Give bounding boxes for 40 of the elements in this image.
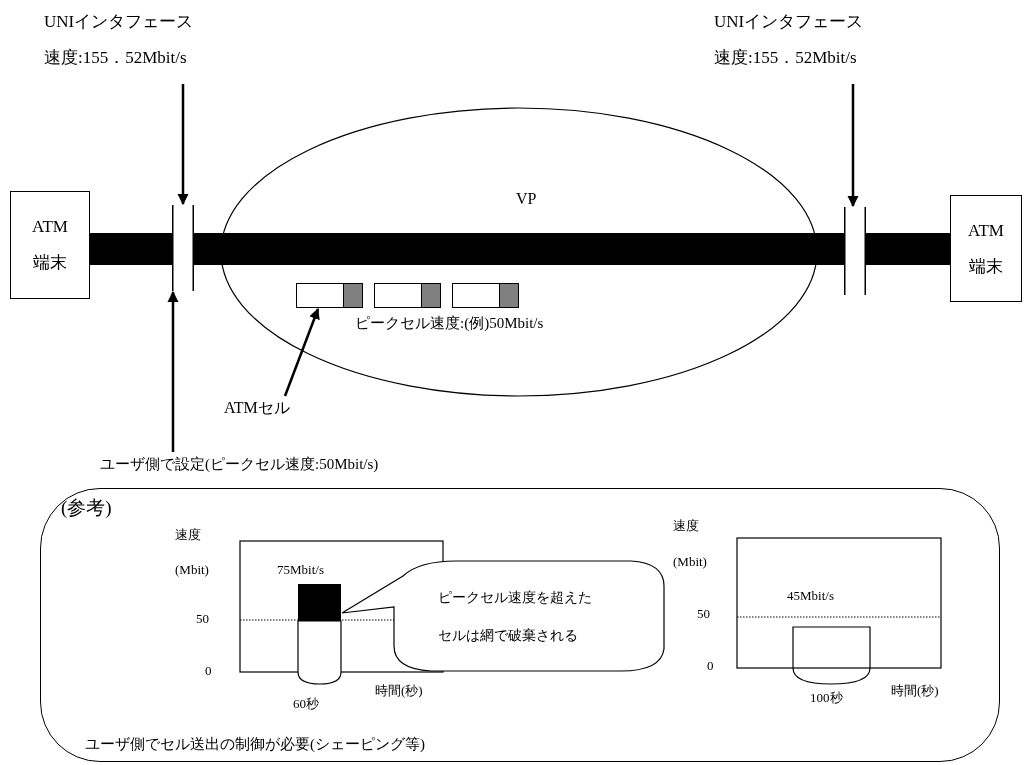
transmission-line xyxy=(90,233,172,265)
chart-label: (Mbit) xyxy=(673,554,707,570)
arrow xyxy=(283,307,320,397)
caption-text: ユーザ側で設定(ピークセル速度:50Mbit/s) xyxy=(100,452,520,476)
axis-title: 速度 xyxy=(175,527,201,543)
chart-label: (Mbit) xyxy=(175,562,209,578)
chart-label: 45Mbit/s xyxy=(787,588,834,604)
chart-label: 0 xyxy=(205,663,212,679)
speed-label: 速度:155．52Mbit/s xyxy=(714,48,857,69)
atm-cell xyxy=(452,283,519,308)
chart-label: 50 xyxy=(697,606,710,622)
arrow xyxy=(167,290,179,452)
atm-cell xyxy=(296,283,363,308)
chart-label: 時間(秒) xyxy=(375,683,423,699)
chart-label: 0 xyxy=(707,658,714,674)
transmission-line xyxy=(866,233,950,265)
reference-heading: (参考) xyxy=(61,497,112,520)
rate-label: ピークセル速度:(例)50Mbit/s xyxy=(355,314,544,332)
atm-cell xyxy=(374,283,441,308)
chart-label: 時間(秒) xyxy=(891,683,939,699)
terminal-box: ATM 端末 xyxy=(10,191,90,299)
interface-bars xyxy=(844,207,866,295)
vp-label: VP xyxy=(516,189,537,209)
interface-label: UNIインタフェース xyxy=(714,12,864,33)
arrow xyxy=(847,84,859,208)
transmission-line xyxy=(194,233,844,265)
terminal-box: ATM 端末 xyxy=(950,195,1022,302)
arrow xyxy=(177,84,189,206)
interface-bars xyxy=(172,205,194,291)
callout-text: ピークセル速度を超えたセルは網で破棄される xyxy=(438,589,593,645)
note-text: ユーザ側でセル送出の制御が必要(シェーピング等) xyxy=(85,735,425,753)
speed-label: 速度:155．52Mbit/s xyxy=(44,48,187,69)
chart-label: 60秒 xyxy=(293,696,319,712)
reference-panel xyxy=(40,488,1000,762)
axis-title: 速度 xyxy=(673,518,699,534)
chart-label: 50 xyxy=(196,611,209,627)
caption-text: ATMセル xyxy=(224,396,316,420)
chart-label: 75Mbit/s xyxy=(277,562,324,578)
chart-label: 100秒 xyxy=(810,690,843,706)
interface-label: UNIインタフェース xyxy=(44,12,194,33)
